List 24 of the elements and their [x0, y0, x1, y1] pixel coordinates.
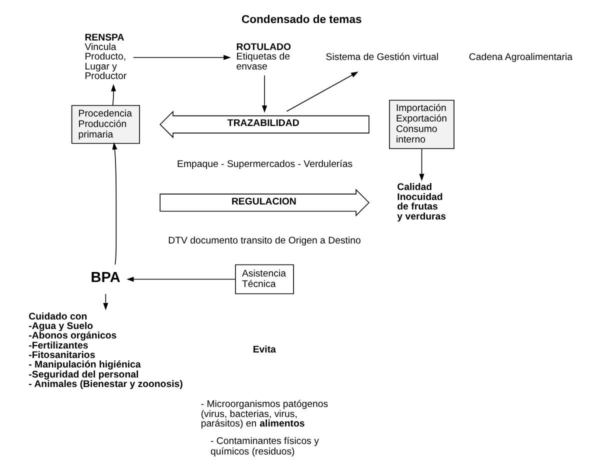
arrow: [132, 54, 230, 60]
arrow: [286, 72, 358, 112]
node-text: Cuidado con -Agua y Suelo -Abonos orgánicos -Fertilizantes -Fitosanitarios - Manipulación higiénica -Seguridad del personal - Animales (Bienestar y zoonosis): [28, 311, 182, 390]
label: Evita: [252, 344, 276, 356]
node-label: DTV documento transito de Origen a Destino: [168, 235, 360, 246]
arrow: [110, 84, 116, 106]
node-box: Procedencia Producción primaria: [70, 105, 140, 144]
arrow: [112, 142, 117, 265]
label: - Microorganismos patógenos (virus, bacterias, virus, parásitos) en alimentos: [200, 399, 328, 430]
node-box: Asistencia Técnica: [234, 264, 294, 294]
node-box: Importación Exportación Consumo interno: [388, 100, 454, 150]
arrow: [126, 276, 236, 282]
node-label: Empaque - Supermercados - Verdulerías: [176, 158, 352, 170]
arrow: [261, 75, 267, 113]
node-text: Sistema de Gestión virtual: [325, 52, 438, 64]
arrow: [418, 148, 424, 182]
diagram-title: Condensado de temas: [241, 14, 362, 26]
node-text: BPA: [90, 270, 120, 286]
node-text: RENSPA Vincula Producto, Lugar y Productor: [84, 32, 126, 82]
label: - Contaminantes físicos y químicos (residuos): [210, 436, 318, 458]
node-text: Calidad Inocuidad de frutas y verduras: [396, 182, 446, 222]
arrow: [102, 294, 108, 310]
label: Cadena Agroalimentaria: [468, 52, 572, 64]
node-text: ROTULADO Etiquetas de envase: [236, 42, 291, 72]
